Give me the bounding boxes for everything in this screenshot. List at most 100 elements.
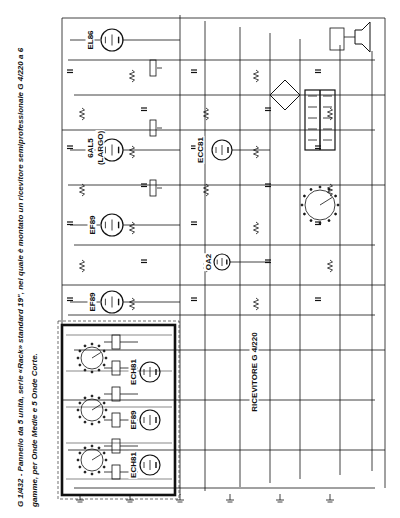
wire xyxy=(150,415,151,425)
wire xyxy=(66,479,172,480)
wire xyxy=(176,500,184,501)
wire xyxy=(280,494,281,500)
wire xyxy=(66,443,172,444)
resistor-symbol xyxy=(254,298,259,310)
wire xyxy=(228,502,233,503)
wire xyxy=(68,60,375,61)
switch-contact xyxy=(79,452,81,454)
wire xyxy=(104,472,112,473)
wire xyxy=(265,110,271,111)
wire xyxy=(62,18,63,325)
switch-contact xyxy=(79,364,81,366)
wire xyxy=(120,342,138,343)
wire xyxy=(92,455,101,461)
tube-symbol xyxy=(212,140,232,160)
wire xyxy=(120,446,138,447)
wire xyxy=(144,417,145,423)
tube-label: ECC81 xyxy=(196,136,205,164)
switch-contact xyxy=(84,345,86,347)
wire xyxy=(141,107,147,108)
wire xyxy=(155,369,156,375)
wire xyxy=(141,262,147,263)
tube-symbol xyxy=(214,254,230,270)
switch-wafer xyxy=(305,190,335,220)
wire xyxy=(226,260,227,265)
tuner-unit-box xyxy=(62,325,175,495)
wire xyxy=(308,96,317,97)
tube-label: EF89 xyxy=(88,291,97,312)
wire xyxy=(323,96,332,97)
wire xyxy=(67,69,73,70)
wire xyxy=(112,297,113,308)
switch-contact xyxy=(303,213,305,215)
wire xyxy=(66,407,172,408)
wire xyxy=(67,221,73,222)
wire xyxy=(308,107,317,108)
wire xyxy=(123,302,180,303)
coil-symbol xyxy=(112,361,120,375)
power-transformer xyxy=(305,90,335,150)
wire xyxy=(80,494,81,500)
resistor-symbol xyxy=(80,184,85,196)
wire xyxy=(191,224,197,225)
tube-label: ECH81 xyxy=(129,451,138,479)
tube-symbol xyxy=(140,410,160,430)
wire xyxy=(227,147,228,153)
wire xyxy=(323,129,332,130)
wire xyxy=(74,488,375,489)
switch-contact xyxy=(103,416,105,418)
tube-label: EF89 xyxy=(88,214,97,235)
resistor-symbol xyxy=(204,108,209,120)
tube-label: EL86 xyxy=(86,29,95,50)
potentiometer xyxy=(150,120,156,136)
wire xyxy=(67,297,73,298)
coil-symbol xyxy=(112,465,120,479)
wire xyxy=(217,260,218,265)
wire xyxy=(118,37,119,44)
resistor-symbol xyxy=(254,70,259,82)
switch-contact xyxy=(91,371,93,373)
switch-contact xyxy=(91,473,93,475)
switch-contact xyxy=(91,395,93,397)
wire xyxy=(344,37,355,38)
switch-contact xyxy=(105,357,107,359)
wire xyxy=(130,494,131,500)
wire xyxy=(323,140,332,141)
wire xyxy=(191,221,197,222)
switch-contact xyxy=(319,186,321,188)
wire xyxy=(67,148,73,149)
switch-contact xyxy=(77,459,79,461)
wire xyxy=(276,500,284,501)
resistor-symbol xyxy=(254,222,259,234)
wire xyxy=(155,417,156,423)
wire xyxy=(157,68,162,69)
tube-label: EF89 xyxy=(129,409,138,430)
wiring xyxy=(58,15,385,502)
resistor-symbol xyxy=(80,108,85,120)
wire xyxy=(319,90,321,150)
wire xyxy=(67,224,73,225)
wire xyxy=(326,500,334,501)
wire xyxy=(123,150,180,151)
switch-contact xyxy=(328,220,330,222)
wire xyxy=(66,371,172,372)
wire xyxy=(76,500,84,501)
coil-symbol xyxy=(112,413,120,427)
wire xyxy=(150,460,151,470)
wire xyxy=(105,37,106,44)
wire xyxy=(240,27,241,487)
wire xyxy=(67,145,73,146)
wire xyxy=(230,494,231,500)
switch-contact xyxy=(319,222,321,224)
coil-symbol xyxy=(112,439,120,453)
switch-contact xyxy=(105,409,107,411)
wire xyxy=(157,128,162,129)
switch-contact xyxy=(84,397,86,399)
switch-contact xyxy=(310,188,312,190)
coil-symbol xyxy=(112,387,120,401)
switch-contact xyxy=(98,345,100,347)
potentiometer xyxy=(150,60,156,76)
wire xyxy=(222,145,223,155)
wire xyxy=(105,147,106,154)
